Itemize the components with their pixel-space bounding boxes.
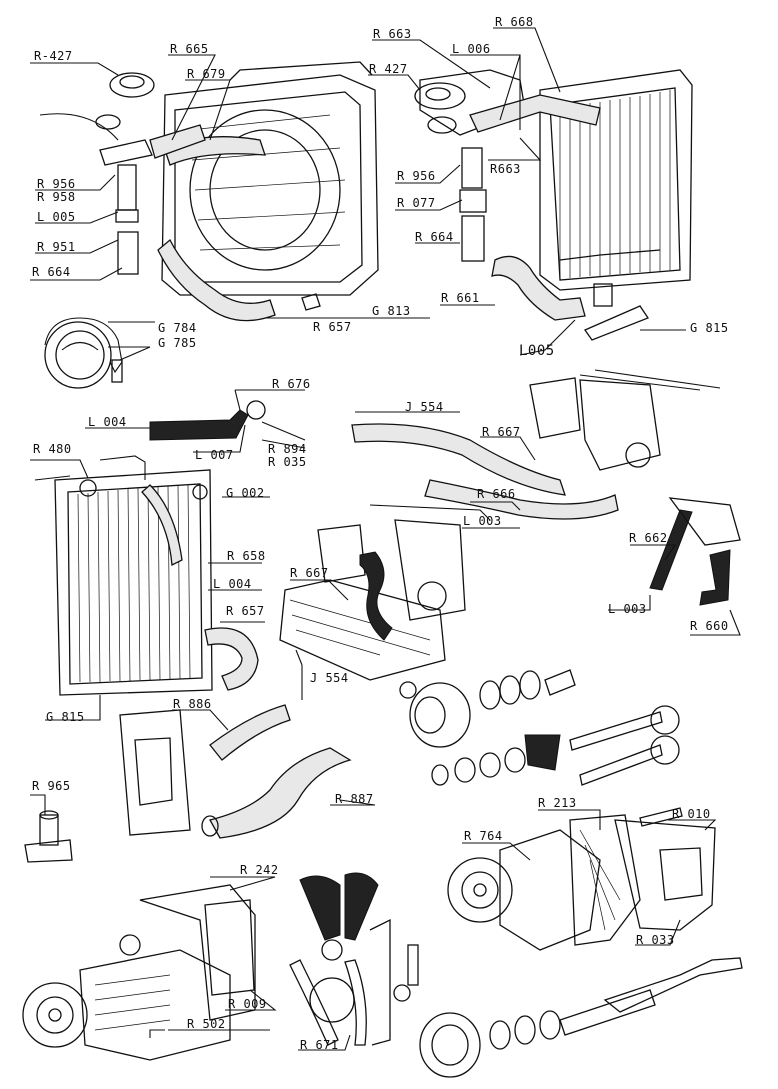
- label-l005-left: L 005: [37, 210, 76, 224]
- hose-l004-l007: [149, 400, 266, 441]
- label-g815-mid: G 815: [46, 710, 85, 724]
- label-g785: G 785: [158, 336, 197, 350]
- label-r667-mid: R 667: [290, 566, 329, 580]
- label-r667-right: R 667: [482, 425, 521, 439]
- label-g813: G 813: [372, 304, 411, 318]
- label-r671: R 671: [300, 1038, 339, 1052]
- label-j554-top: J 554: [405, 400, 444, 414]
- label-r664-right: R 664: [415, 230, 454, 244]
- engine-section-middle: [279, 504, 491, 681]
- label-l004-mid: L 004: [213, 577, 252, 591]
- radiator-middle-left: [34, 455, 259, 696]
- label-r010: R 010: [672, 807, 711, 821]
- label-r958: R 958: [37, 190, 76, 204]
- label-g784: G 784: [158, 321, 197, 335]
- label-r663-top: R 663: [373, 27, 412, 41]
- label-j554-mid: J 554: [310, 671, 349, 685]
- label-r427-right: R 427: [369, 62, 408, 76]
- label-r033: R 033: [636, 933, 675, 947]
- label-r657-mid: R 657: [226, 604, 265, 618]
- label-r077: R 077: [397, 196, 436, 210]
- label-r956-right: R 956: [397, 169, 436, 183]
- label-l003-right: L 003: [608, 602, 647, 616]
- label-r764: R 764: [464, 829, 503, 843]
- label-r965: R 965: [32, 779, 71, 793]
- label-l005-hand: L005: [519, 343, 555, 359]
- fan-r671: [289, 872, 391, 1046]
- label-r662: R 662: [629, 531, 668, 545]
- leader-lines: [30, 27, 741, 1051]
- label-r679: R 679: [187, 67, 226, 81]
- label-r886: R 886: [173, 697, 212, 711]
- label-r657-top: R 657: [313, 320, 352, 334]
- label-r661: R 661: [441, 291, 480, 305]
- label-r658: R 658: [227, 549, 266, 563]
- label-r660: R 660: [690, 619, 729, 633]
- label-l006: L 006: [452, 42, 491, 56]
- label-r427-top: R-427: [34, 49, 73, 63]
- label-g002: G 002: [226, 486, 265, 500]
- label-r480: R 480: [33, 442, 72, 456]
- water-pump-r764: [447, 807, 716, 951]
- label-l004-top: L 004: [88, 415, 127, 429]
- label-r665: R 665: [170, 42, 209, 56]
- label-r668: R 668: [495, 15, 534, 29]
- label-r035: R 035: [268, 455, 307, 469]
- label-g815-top: G 815: [690, 321, 729, 335]
- fitting-r965: [24, 810, 73, 863]
- engine-water-pump-bottom-left: [22, 884, 256, 1061]
- temperature-gauge: [44, 317, 123, 389]
- heater-hose-system-top: [351, 369, 741, 606]
- label-r676: R 676: [272, 377, 311, 391]
- radiator-assembly-top-left: [39, 61, 379, 322]
- radiator-assembly-top-right: [414, 69, 693, 341]
- label-r009: R 009: [228, 997, 267, 1011]
- label-r894: R 894: [268, 442, 307, 456]
- label-r666: R 666: [477, 487, 516, 501]
- label-r213: R 213: [538, 796, 577, 810]
- label-r242: R 242: [240, 863, 279, 877]
- pulley-shaft-bottom-right: [393, 944, 743, 1078]
- label-r502: R 502: [187, 1017, 226, 1031]
- label-r956-left: R 956: [37, 177, 76, 191]
- label-r663-right: R663: [490, 162, 521, 176]
- label-l003-mid: L 003: [463, 514, 502, 528]
- label-l007: L 007: [195, 448, 234, 462]
- label-r887: R 887: [335, 792, 374, 806]
- label-r664-left: R 664: [32, 265, 71, 279]
- water-pump-exploded: [399, 669, 680, 786]
- lower-hoses: [119, 704, 352, 839]
- label-r951: R 951: [37, 240, 76, 254]
